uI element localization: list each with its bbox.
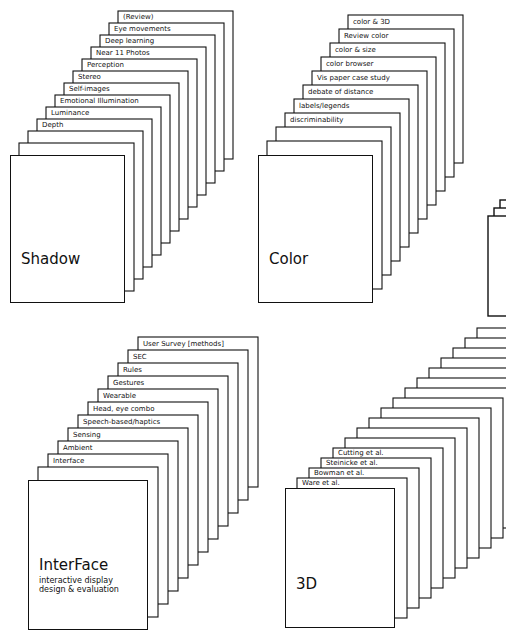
- tab-label: Ambient: [62, 444, 93, 452]
- tab-label: Speech-based/haptics: [82, 418, 161, 426]
- tab-label: Vis paper case study: [316, 74, 391, 82]
- stack-title: Color: [269, 251, 364, 268]
- tab-label: discriminability: [289, 116, 344, 124]
- tab-label: Emotional Illumination: [59, 97, 140, 105]
- tab-label: Gestures: [112, 379, 145, 387]
- partial-card: [488, 216, 506, 316]
- stack-subtitle: interactive display design & evaluation: [39, 576, 139, 595]
- tab-label: Eye movements: [113, 25, 172, 33]
- front-card: Color: [258, 155, 373, 303]
- tab-label: Bowman et al.: [313, 469, 365, 477]
- tab-label: Deep learning: [104, 37, 155, 45]
- tab-label: SEC: [132, 353, 148, 361]
- tab-label: debate of distance: [307, 88, 374, 96]
- tab-label: Perception: [86, 61, 125, 69]
- stack-title: Shadow: [21, 251, 116, 268]
- tab-label: color & size: [334, 46, 377, 54]
- stack-title: InterFace: [39, 557, 139, 574]
- tab-label: color & 3D: [352, 18, 391, 26]
- tab-label: User Survey [methods]: [142, 340, 225, 348]
- tab-label: color browser: [325, 60, 374, 68]
- tab-label: Depth: [41, 121, 64, 129]
- tab-label: Sensing: [72, 431, 102, 439]
- tab-label: Luminance: [50, 109, 90, 117]
- tab-label: Rules: [122, 366, 143, 374]
- front-card: 3D: [285, 488, 395, 628]
- tab-label: Ware et al.: [301, 479, 341, 487]
- tab-label: Stereo: [77, 73, 102, 81]
- front-card: Shadow: [10, 155, 125, 303]
- tab-label: labels/legends: [298, 102, 350, 110]
- tab-label: Interface: [52, 457, 85, 465]
- stack-title: 3D: [296, 576, 386, 593]
- tab-label: (Review): [122, 13, 154, 21]
- tab-label: Cutting et al.: [337, 449, 385, 457]
- tab-label: Self-images: [68, 85, 111, 93]
- tab-label: Near 11 Photos: [95, 49, 151, 57]
- front-card: InterFace interactive display design & ev…: [28, 480, 148, 630]
- tab-label: Head, eye combo: [92, 405, 155, 413]
- tab-label: Steinicke et al.: [325, 459, 379, 467]
- tab-label: Review color: [343, 32, 389, 40]
- tab-label: Wearable: [102, 392, 137, 400]
